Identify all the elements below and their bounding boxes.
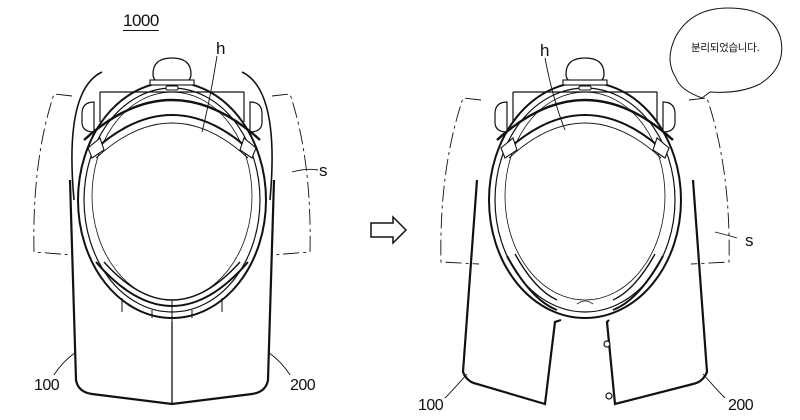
speech-bubble xyxy=(669,7,783,99)
label-head-after: h xyxy=(540,41,549,60)
figure-after xyxy=(440,56,738,406)
figure-before xyxy=(33,55,319,406)
label-part-200-before: 200 xyxy=(290,377,316,394)
label-part-100-before: 100 xyxy=(34,377,60,394)
label-head-before: h xyxy=(216,39,225,58)
label-shoulder-after: s xyxy=(745,231,754,250)
label-shoulder-before: s xyxy=(319,161,328,180)
label-part-100-after: 100 xyxy=(418,397,444,414)
label-part-200-after: 200 xyxy=(728,397,754,414)
transition-arrow-icon xyxy=(370,215,408,245)
speech-bubble-text: 분리되었습니다. xyxy=(691,42,760,54)
figure-reference-number: 1000 xyxy=(123,11,159,30)
